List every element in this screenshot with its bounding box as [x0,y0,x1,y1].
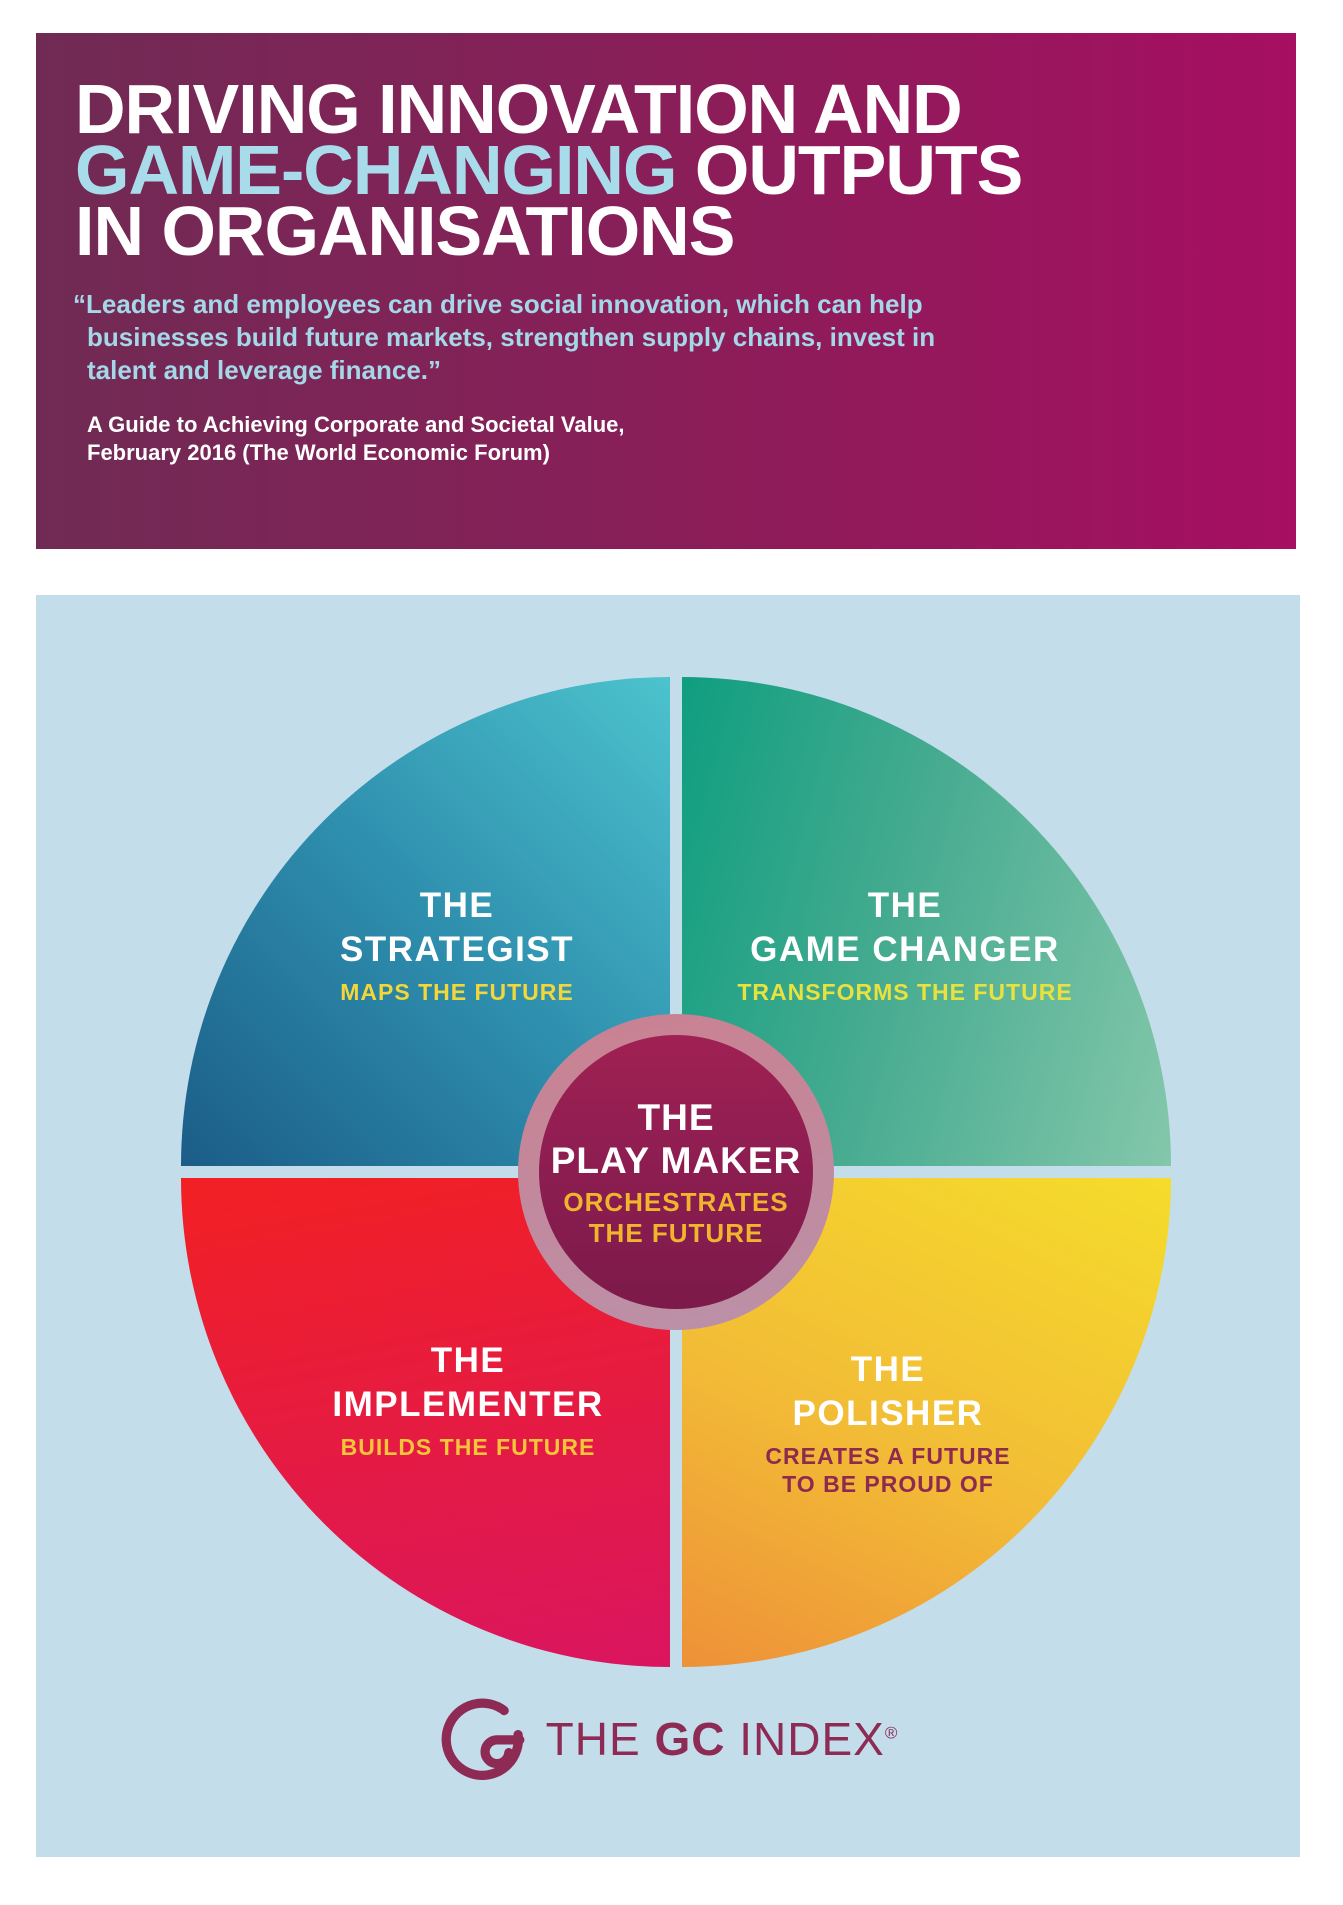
implementer-title-the: THE [430,1341,506,1380]
polisher-subtitle-line-2: TO BE PROUD OF [782,1471,994,1497]
logo-gc: GC [654,1713,726,1765]
polisher-label: THE POLISHER CREATES A FUTURE TO BE PROU… [765,1348,1010,1498]
play-maker-ring: THE PLAY MAKER ORCHESTRATES THE FUTURE [518,1014,834,1330]
quote-text: “Leaders and employees can drive social … [73,288,1266,387]
attribution-line-1: A Guide to Achieving Corporate and Socie… [87,412,625,437]
strategist-title: STRATEGIST [339,930,575,969]
play-maker-subtitle-line-2: THE FUTURE [588,1217,764,1248]
gc-index-logo: THE GC INDEX® [36,1695,1300,1783]
strategist-title-the: THE [419,886,495,925]
registered-trademark-icon: ® [884,1723,899,1743]
game-changer-label: THE GAME CHANGER TRANSFORMS THE FUTURE [737,884,1072,1006]
title-line-3: IN ORGANISATIONS [75,192,735,270]
quote-line-1: “Leaders and employees can drive social … [73,289,923,319]
logo-index: INDEX [725,1713,885,1765]
play-maker-subtitle-line-1: ORCHESTRATES [563,1186,789,1217]
attribution-line-2: February 2016 (The World Economic Forum) [87,440,550,465]
implementer-label: THE IMPLEMENTER BUILDS THE FUTURE [332,1339,603,1461]
play-maker-title-the: THE [637,1096,715,1138]
play-maker-circle: THE PLAY MAKER ORCHESTRATES THE FUTURE [539,1035,813,1309]
gc-index-g-icon [441,1698,525,1780]
game-changer-subtitle: TRANSFORMS THE FUTURE [737,979,1073,1005]
quote-attribution: A Guide to Achieving Corporate and Socie… [75,411,1266,467]
logo-the: THE [545,1713,655,1765]
title-highlight: GAME-CHANGING [75,131,677,209]
title-line-2-rest: OUTPUTS [676,131,1023,209]
play-maker-title: PLAY MAKER [550,1139,802,1181]
implementer-title: IMPLEMENTER [332,1385,604,1424]
gc-index-wordmark: THE GC INDEX® [546,1712,899,1766]
polisher-title: POLISHER [792,1394,984,1433]
polisher-title-the: THE [850,1350,926,1389]
quote-line-3: talent and leverage finance.” [87,355,442,385]
game-changer-title: GAME CHANGER [750,930,1060,969]
title-line-1: DRIVING INNOVATION AND [75,70,963,148]
polisher-subtitle-line-1: CREATES A FUTURE [765,1443,1011,1469]
quote-line-2: businesses build future markets, strengt… [87,322,936,352]
game-changer-title-the: THE [867,886,943,925]
implementer-subtitle: BUILDS THE FUTURE [340,1434,596,1460]
strategist-subtitle: MAPS THE FUTURE [340,979,574,1005]
diagram-panel: THE STRATEGIST MAPS THE FUTURE THE GAME … [36,595,1300,1857]
strategist-label: THE STRATEGIST MAPS THE FUTURE [340,884,574,1006]
